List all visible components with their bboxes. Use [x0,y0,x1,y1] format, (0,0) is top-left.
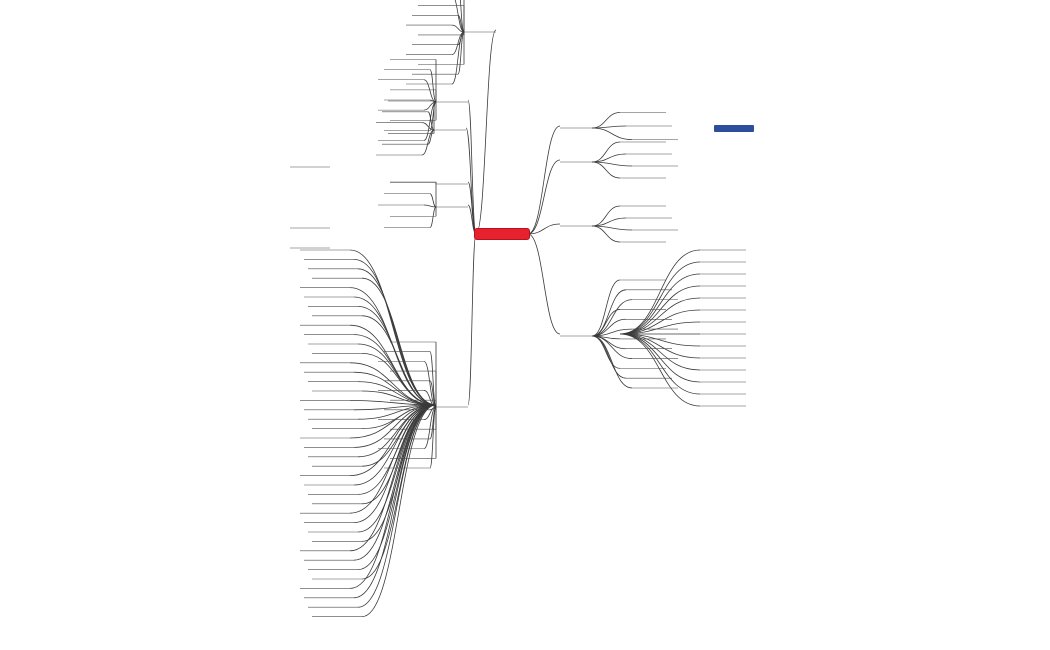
leaf-connector [429,351,437,408]
node-underlines [290,5,746,617]
leaf-connector [429,380,437,408]
leaf-connector [591,127,633,140]
main-connector [467,233,477,406]
leaf-connector [429,193,437,208]
right-leaf-connector [619,333,701,359]
leaf-connector [591,205,621,227]
leaf-connector [457,14,465,33]
leaf-connector [591,335,633,359]
leaf-connector [591,335,633,389]
mind-map-connectors [349,0,701,617]
leaf-connector [451,24,465,33]
deep-leaf-connector [353,404,437,599]
leaf-connector [591,161,633,167]
leaf-connector [423,390,437,408]
central-topic[interactable] [474,228,530,240]
deep-leaf-connector [353,404,437,523]
leaf-connector [423,79,437,103]
leaf-connector [454,0,465,33]
leaf-connector [591,225,621,243]
leaf-connector [427,111,435,131]
main-connector [527,233,561,335]
right-leaf-connector [619,273,701,335]
leaf-connector [591,225,633,231]
deep-leaf-connector [361,404,437,617]
deep-leaf-connector [353,259,437,406]
leaf-connector [423,101,437,141]
leaf-connector [457,31,465,75]
leaf-connector [591,279,621,337]
leaf-connector [421,129,435,156]
leaf-connector [591,141,621,163]
deep-leaf-connector [357,404,437,608]
deep-leaf-connector [361,315,437,406]
deep-leaf-connector [349,324,437,406]
deep-leaf-connector [357,404,437,570]
right-leaf-connector [619,333,701,383]
deep-leaf-connector [357,268,437,406]
main-connector [527,125,561,235]
right-leaf-connector [619,297,701,335]
leaf-connector [591,112,621,129]
deep-leaf-connector [361,353,437,406]
leaf-connector [423,204,437,208]
main-connector [475,29,497,235]
deep-leaf-connector [353,404,437,486]
leaf-connector [429,69,437,103]
deep-leaf-connector [361,277,437,406]
leaf-connector [429,206,437,228]
main-connector [527,159,561,235]
deep-leaf-connector [361,404,437,467]
leaf-connector [429,101,437,131]
leaf-connector [423,360,437,408]
leaf-connector [451,31,465,85]
right-leaf-connector [619,261,701,335]
right-leaf-connector [619,333,701,407]
leaf-connector [591,161,621,179]
deep-leaf-connector [349,404,437,514]
main-connector [467,99,477,235]
highlighted-node[interactable] [714,125,754,132]
right-leaf-connector [619,249,701,335]
right-leaf-connector [619,333,701,395]
deep-leaf-connector [349,404,437,552]
leaf-connector [421,122,435,131]
right-leaf-connector [619,285,701,335]
leaf-connector [459,0,465,33]
leaf-connector [423,406,437,450]
leaf-connector [429,406,437,469]
right-leaf-connector [619,309,701,335]
leaf-connector [591,309,621,337]
main-connector [527,223,561,235]
deep-leaf-connector [349,404,437,589]
